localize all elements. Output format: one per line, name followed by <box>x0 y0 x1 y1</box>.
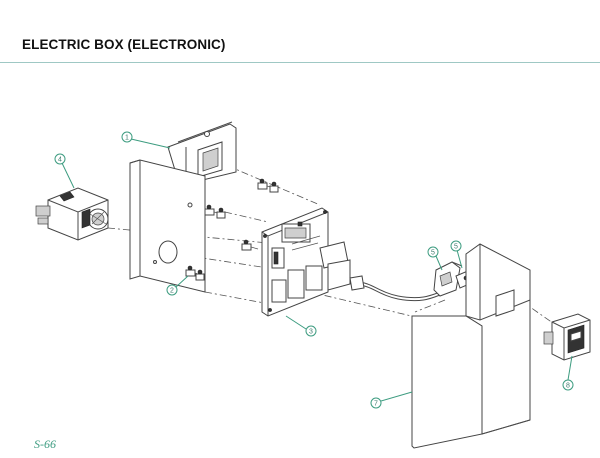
callout-label: 3 <box>309 329 313 336</box>
callout-label: 8 <box>566 383 570 390</box>
part-3-control-board <box>261 207 351 317</box>
callout-label: 1 <box>125 135 129 142</box>
page-number: S-66 <box>34 437 56 451</box>
callouts: 1 2 3 4 5 5 7 8 <box>54 131 574 409</box>
callout-label: 5 <box>431 250 435 257</box>
wire-harness <box>349 275 441 302</box>
callout-label: 4 <box>58 157 62 164</box>
page-title: ELECTRIC BOX (ELECTRONIC) <box>22 37 226 52</box>
part-4-rotary-switch <box>35 187 109 241</box>
part-7-cover <box>411 243 531 449</box>
callout-label: 7 <box>374 401 378 408</box>
callout-label: 2 <box>170 288 174 295</box>
title-divider <box>0 62 600 63</box>
callout-label: 5 <box>454 244 458 251</box>
backplate-frame <box>129 159 206 293</box>
part-8-rocker-switch <box>543 313 591 361</box>
screws-and-clips <box>185 178 279 281</box>
